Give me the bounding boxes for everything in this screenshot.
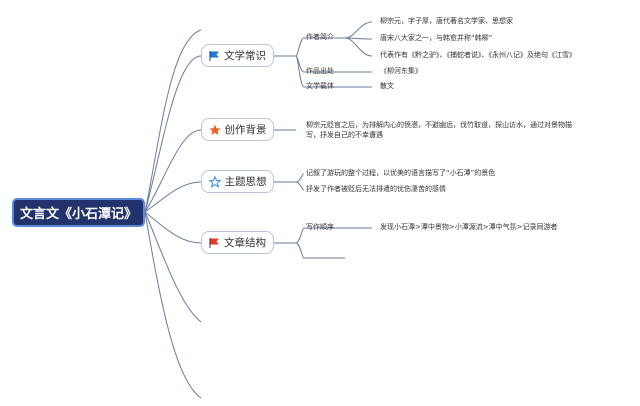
- branch-label: 文学常识: [224, 50, 266, 62]
- leaf-writing-order[interactable]: 发现小石潭>潭中景物>小潭源流>潭中气氛>记录同游者: [380, 223, 558, 231]
- node-writing-order[interactable]: 写作顺序: [306, 223, 334, 231]
- branch-label: 主题思想: [224, 176, 267, 188]
- branch-literature-knowledge[interactable]: 文学常识: [201, 44, 274, 67]
- leaf-author-intro-2[interactable]: 唐宋八大家之一，与韩愈并称“韩柳”: [380, 34, 493, 42]
- leaf-work-source[interactable]: 《柳河东集》: [380, 67, 422, 75]
- branch-theme[interactable]: 主题思想: [201, 170, 274, 193]
- node-literary-form[interactable]: 文学载体: [306, 82, 334, 90]
- branch-label: 文章结构: [224, 237, 266, 249]
- branch-label: 创作背景: [224, 124, 267, 136]
- orange-star-icon: [208, 124, 221, 136]
- leaf-literary-form[interactable]: 散文: [380, 82, 394, 90]
- theme-point-1[interactable]: 记叙了游玩的整个过程，以优美的语言描写了“小石潭”的景色: [306, 169, 496, 177]
- node-author-intro[interactable]: 作者简介: [306, 33, 334, 41]
- branch-structure[interactable]: 文章结构: [201, 231, 274, 254]
- red-flag-icon: [209, 237, 220, 249]
- blue-outline-star-icon: [208, 175, 221, 188]
- root-node[interactable]: 文言文《小石潭记》: [12, 198, 145, 227]
- branch-creation-background[interactable]: 创作背景: [201, 118, 274, 141]
- theme-point-2[interactable]: 抒发了作者被贬后无法排遣的忧伤凄苦的感情: [306, 185, 446, 193]
- leaf-author-intro-1[interactable]: 柳宗元，字子厚，唐代著名文学家、思想家: [380, 17, 513, 25]
- background-text[interactable]: 柳宗元贬官之后，为排解内心的愤懑，不避幽远，伐竹取道，探山访水，通过对景物描写，…: [306, 121, 572, 139]
- blue-flag-icon: [209, 50, 220, 62]
- node-work-source[interactable]: 作品出处: [306, 67, 334, 75]
- leaf-author-intro-3[interactable]: 代表作有《黔之驴》、《捕蛇者说》、《永州八记》及绝句《江雪》: [380, 51, 576, 59]
